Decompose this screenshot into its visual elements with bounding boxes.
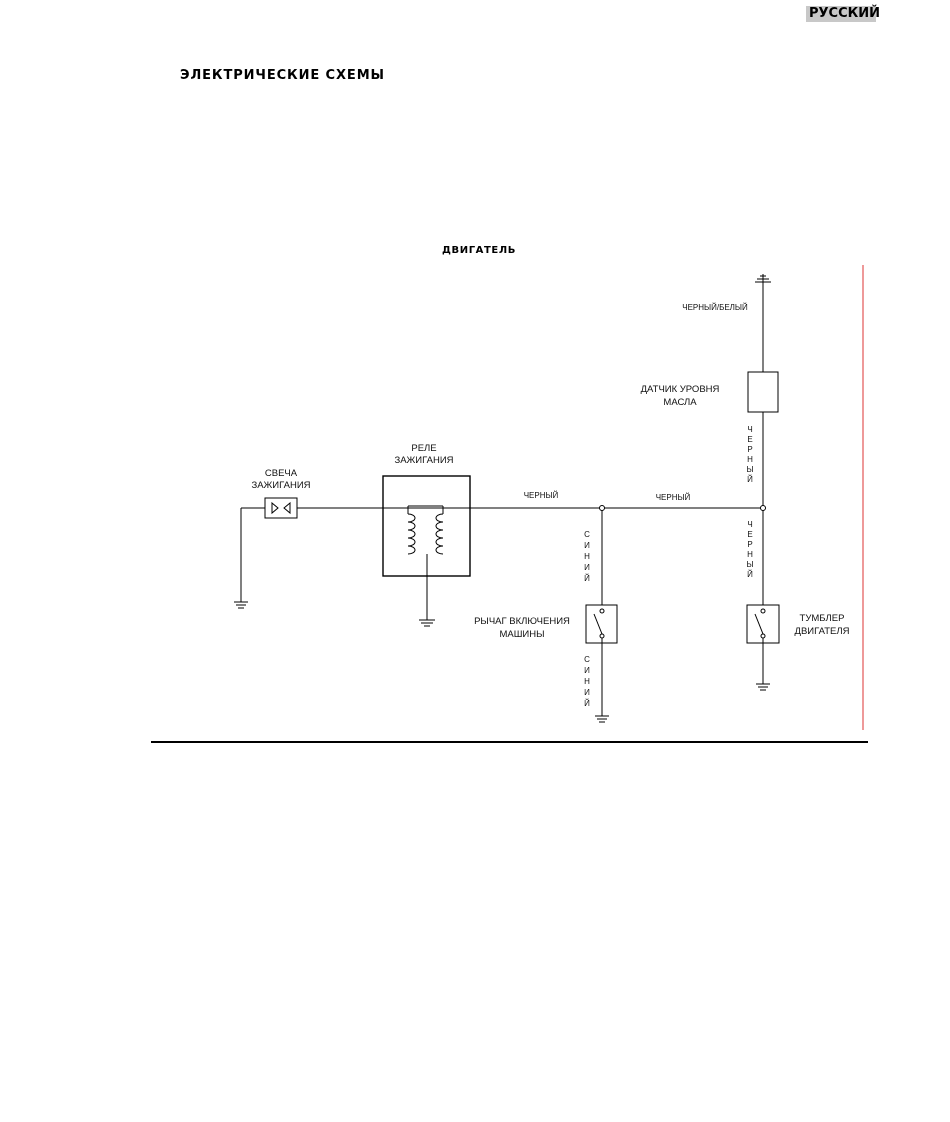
- spark-plug-label-2: ЗАЖИГАНИЯ: [251, 480, 310, 491]
- wire-label-letter: Н: [747, 550, 753, 559]
- ignition-relay-label-2: ЗАЖИГАНИЯ: [394, 455, 453, 466]
- wire-label-letter: И: [584, 563, 590, 572]
- wire-label-letter: И: [584, 541, 590, 550]
- wire-label-letter: Р: [747, 445, 752, 454]
- wire-label-letter: Ы: [746, 560, 753, 569]
- wire-label-black-2: ЧЕРНЫЙ: [656, 493, 691, 502]
- wire-label-letter: Е: [747, 530, 752, 539]
- engine-switch-label-2: ДВИГАТЕЛЯ: [795, 626, 850, 637]
- ground-icon: [756, 684, 770, 690]
- bottom-rule: [151, 741, 868, 743]
- machine-lever-label-1: РЫЧАГ ВКЛЮЧЕНИЯ: [474, 616, 570, 627]
- ground-icon: [419, 620, 435, 626]
- engine-switch-label-1: ТУМБЛЕР: [800, 613, 845, 624]
- wire-label-black-vertical-upper: ЧЕРНЫЙ: [746, 425, 753, 484]
- spark-plug-symbol: [265, 498, 297, 518]
- wire-label-letter: Е: [747, 435, 752, 444]
- wire-label-letter: И: [584, 666, 590, 675]
- ignition-relay-label-1: РЕЛЕ: [411, 443, 436, 454]
- wire-label-letter: С: [584, 530, 590, 539]
- wire-label-letter: Н: [584, 552, 590, 561]
- wire-label-letter: И: [584, 688, 590, 697]
- machine-lever-label-2: МАШИНЫ: [499, 629, 544, 640]
- wire-label-black-1: ЧЕРНЫЙ: [524, 491, 559, 500]
- wire-label-letter: Й: [584, 699, 590, 708]
- relay-coil-icon: [408, 506, 443, 620]
- wire-label-letter: Н: [747, 455, 753, 464]
- spark-plug-label-1: СВЕЧА: [265, 468, 298, 479]
- wire-label-black-vertical-lower: ЧЕРНЫЙ: [746, 520, 753, 579]
- wire-label-letter: Й: [747, 570, 753, 579]
- wire-label-letter: С: [584, 655, 590, 664]
- wire-label-letter: Р: [747, 540, 752, 549]
- wire-label-letter: Ы: [746, 465, 753, 474]
- wire-label-letter: Н: [584, 677, 590, 686]
- wire-label-letter: Ч: [747, 425, 752, 434]
- ground-icon: [234, 602, 248, 608]
- oil-level-sensor-box: [748, 372, 778, 412]
- oil-sensor-label-2: МАСЛА: [663, 397, 697, 408]
- junction-dot: [761, 506, 766, 511]
- oil-sensor-label-1: ДАТЧИК УРОВНЯ: [641, 384, 720, 395]
- wire-label-black-white: ЧЕРНЫЙ/БЕЛЫЙ: [682, 303, 748, 312]
- wire-label-letter: Й: [747, 475, 753, 484]
- ground-icon: [755, 274, 771, 282]
- wire-label-letter: Ч: [747, 520, 752, 529]
- junction-dot: [600, 506, 605, 511]
- ground-icon: [595, 716, 609, 722]
- wire-label-letter: Й: [584, 574, 590, 583]
